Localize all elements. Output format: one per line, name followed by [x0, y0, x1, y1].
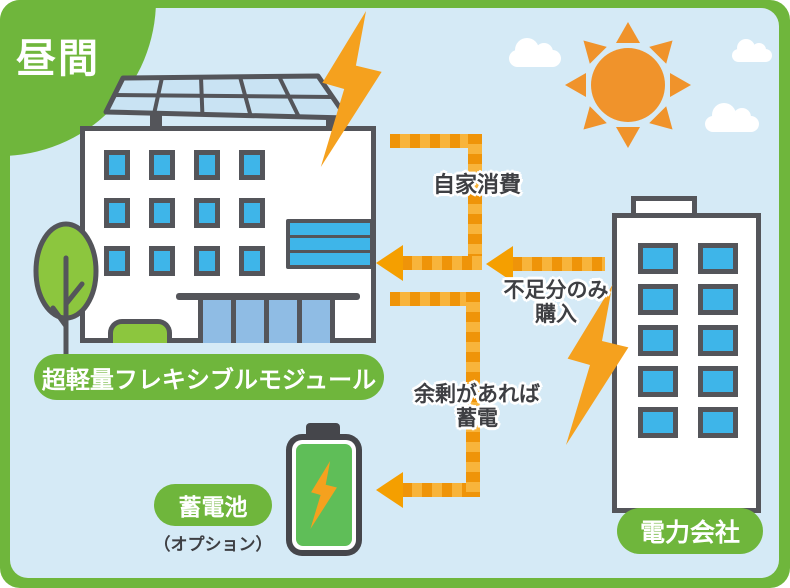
window — [698, 366, 738, 397]
window — [638, 407, 678, 438]
flow-self-consumption-band — [468, 134, 482, 270]
solar-module-label-text: 超軽量フレキシブルモジュール — [41, 366, 377, 394]
window — [638, 366, 678, 397]
lightning-grid-icon — [566, 285, 629, 445]
cloud-icon — [509, 38, 561, 67]
window — [698, 243, 738, 274]
window — [149, 246, 175, 276]
window — [698, 407, 738, 438]
office-windows — [104, 150, 265, 276]
cloud-icon — [732, 39, 772, 62]
window — [149, 198, 175, 228]
balcony-louvers — [286, 219, 374, 269]
power-company-label-text: 電力会社 — [639, 519, 740, 547]
window — [194, 198, 220, 228]
sun-icon — [565, 22, 691, 148]
window — [239, 246, 265, 276]
flow-surplus-band — [466, 292, 480, 497]
window — [638, 284, 678, 315]
flow-self-consumption-band — [402, 256, 482, 270]
entrance-awning — [176, 293, 360, 300]
flow-surplus-arrowhead — [376, 472, 403, 508]
lightning-roof-icon — [320, 11, 382, 167]
entrance-doors — [198, 300, 335, 343]
flow-purchase-label: 不足分のみ 購入 — [494, 279, 618, 326]
flow-surplus-line1: 余剰があれば — [414, 383, 540, 406]
battery-label-text: 蓄電池 — [178, 494, 248, 520]
window — [698, 284, 738, 315]
flow-surplus-band — [390, 292, 480, 306]
solar-module-label: 超軽量フレキシブルモジュール — [34, 354, 384, 400]
battery-option-note: （オプション） — [153, 535, 273, 554]
flow-surplus-label: 余剰があれば 蓄電 — [406, 383, 548, 430]
flow-self-consumption-arrowhead — [376, 245, 403, 281]
flow-purchase-line2: 購入 — [535, 302, 577, 326]
power-company-windows — [638, 243, 738, 438]
window — [149, 150, 175, 180]
flow-purchase-line1: 不足分のみ — [503, 279, 609, 302]
flow-self-consumption-text: 自家消費 — [432, 172, 521, 197]
window — [104, 198, 130, 228]
window — [239, 198, 265, 228]
flow-self-consumption-label: 自家消費 — [429, 172, 525, 198]
battery-icon — [286, 434, 362, 556]
lightning-battery-icon — [310, 461, 337, 529]
window — [638, 243, 678, 274]
cloud-icon — [705, 103, 759, 132]
window — [194, 246, 220, 276]
flow-purchase-band — [512, 257, 605, 271]
daytime-badge: 昼間 — [16, 37, 100, 81]
battery-charge — [296, 444, 352, 546]
window — [638, 325, 678, 356]
flow-purchase-arrowhead — [486, 246, 513, 282]
window — [194, 150, 220, 180]
tree-icon — [33, 221, 99, 360]
flow-surplus-band — [402, 483, 466, 497]
power-company-label: 電力会社 — [617, 508, 763, 554]
battery-label: 蓄電池 — [154, 484, 272, 526]
flow-self-consumption-band — [390, 134, 482, 148]
bush-icon — [108, 319, 172, 343]
window — [104, 150, 130, 180]
flow-surplus-line2: 蓄電 — [456, 406, 498, 430]
window — [239, 150, 265, 180]
battery-casing — [292, 440, 356, 550]
window — [104, 246, 130, 276]
window — [698, 325, 738, 356]
